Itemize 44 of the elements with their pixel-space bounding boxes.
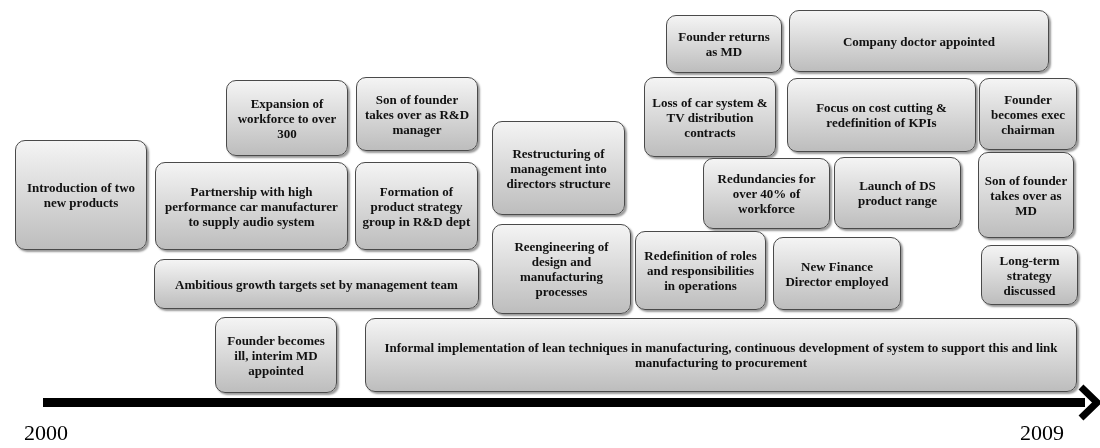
year-label: 2000 [24,420,68,446]
event-box [492,121,625,215]
event-text: Son of founder takes over as R&D manager [363,91,471,137]
event-box [834,157,961,229]
event-text: Founder returns as MD [677,29,771,59]
year-label: 2009 [1020,420,1064,446]
event-text: Ambitious growth targets set by management team [175,276,458,292]
event-text: Informal implementation of lean techniques in manufacturing, continuous development of system to support this and link manufacturing to procurement [383,340,1059,370]
event-text: Introduction of two new products [25,180,137,210]
event-text: Redundancies for over 40% of workforce [716,171,817,216]
event-box [226,80,348,156]
event-text: Launch of DS product range [857,178,938,208]
event-text: Founder becomes exec chairman [990,91,1066,137]
event-text: Founder becomes ill, interim MD appointed [226,332,326,378]
event-box [787,78,976,152]
event-text: Partnership with high performance car manufacturer to supply audio system [164,183,339,229]
event-box [644,77,776,157]
event-text: Long-term strategy discussed [998,252,1061,298]
event-box [154,259,479,309]
event-text: Expansion of workforce to over 300 [236,95,338,141]
event-box [492,224,631,314]
event-text: Restructuring of management into directors structure [505,145,612,191]
event-text: New Finance Director employed [784,258,890,289]
event-box [155,162,348,250]
event-text: Formation of product strategy group in R&D dept [361,183,472,229]
event-text: Reengineering of design and manufacturing processes [513,239,610,299]
event-text: Company doctor appointed [842,33,996,49]
event-text: Loss of car system & TV distribution contracts [651,94,769,140]
event-text: Focus on cost cutting & redefinition of KPIs [815,100,948,130]
event-box [635,231,766,310]
event-box [981,245,1078,305]
event-box [979,78,1077,150]
event-box [703,158,830,229]
event-box [789,10,1049,72]
event-box [215,317,337,393]
event-box [978,152,1074,238]
event-box [356,77,478,151]
event-box [365,318,1077,392]
event-text: Redefinition of roles and responsibilities in operations [643,248,758,293]
event-box [15,140,147,250]
event-box [355,162,478,250]
event-box [666,15,782,73]
event-box [773,237,901,310]
event-text: Son of founder takes over as MD [983,172,1069,218]
